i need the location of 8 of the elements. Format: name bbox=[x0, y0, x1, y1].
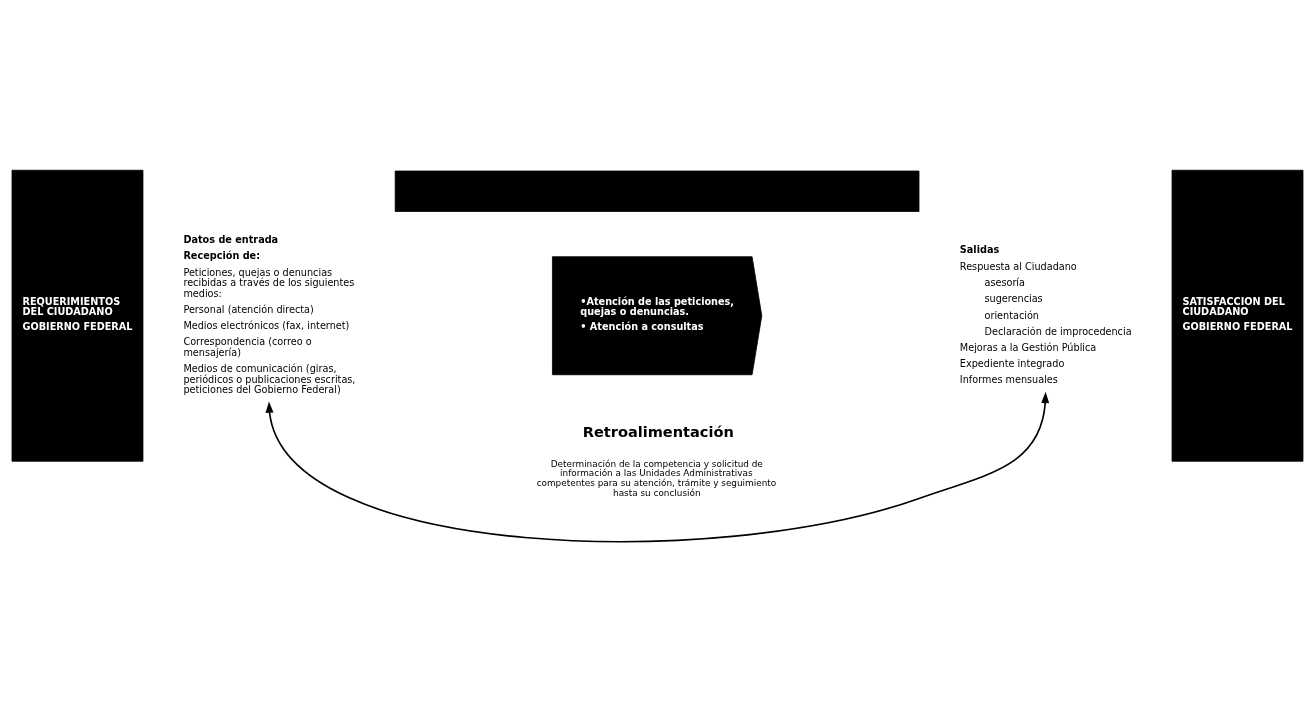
node-box: SATISFACCION DEL CIUDADANO GOBIERNO FEDERAL bbox=[1171, 169, 1304, 462]
arrow bbox=[265, 391, 1050, 542]
node-text: Salidas Respuesta al Ciudadano asesoría sugerencias orientación Declaración de improcedencia Mejoras a la Gestión Pública Expediente integrado Informes mensuales bbox=[959, 243, 1132, 385]
node-bar bbox=[394, 170, 920, 212]
node-box: REQUERIMIENTOS DEL CIUDADANO GOBIERNO FEDERAL bbox=[11, 169, 144, 462]
edge-label: Determinación de la competencia y solicitud de información a las Unidades Administrativas competentes para su atención, trámite y seguimiento hasta su conclusión bbox=[536, 458, 777, 498]
node-text: Datos de entrada Recepción de: Peticiones, quejas o denuncias recibidas a través de los siguientes medios: Personal (atención directa) Medios electrónicos (fax, internet) Correspondencia (correo o mensajería) Medios de comunicación (giras, periódicos o publicaciones escritas, peticiones del Gobierno Federal) bbox=[183, 233, 356, 395]
label: Retroalimentación bbox=[582, 422, 734, 440]
